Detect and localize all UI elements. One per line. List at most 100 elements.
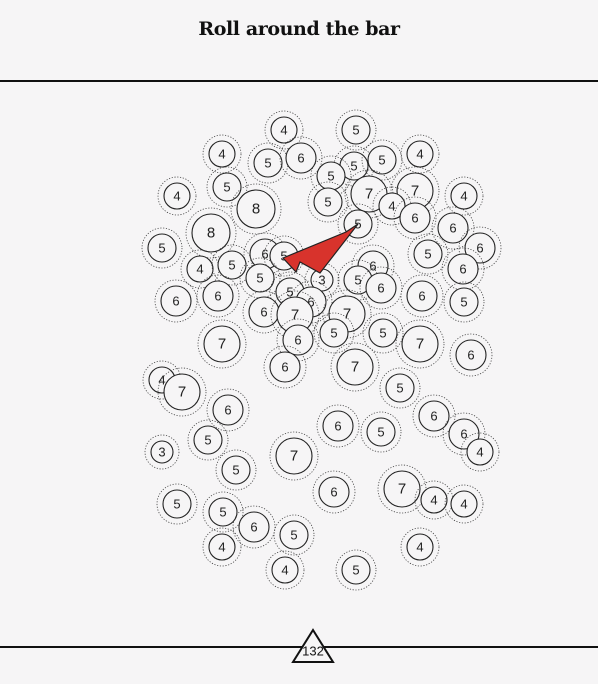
circle-outline (191, 213, 231, 253)
circle-number: 5 (264, 156, 271, 171)
circle-number: 7 (411, 183, 419, 200)
number-circle[interactable]: 4 (444, 484, 484, 524)
number-circle[interactable]: 5 (273, 514, 315, 556)
number-circle[interactable]: 8 (185, 207, 237, 259)
page-number-marker: 132 (291, 628, 335, 663)
circle-number: 6 (281, 360, 288, 375)
number-circle[interactable]: 6 (431, 206, 475, 250)
number-circle[interactable]: 4 (264, 110, 304, 150)
number-circle[interactable]: 6 (441, 247, 485, 291)
number-circle[interactable]: 5 (247, 142, 289, 184)
circle-number: 6 (334, 419, 341, 434)
number-circle[interactable]: 6 (276, 318, 320, 362)
number-circle[interactable]: 4 (372, 186, 412, 226)
number-circle[interactable]: 5 (156, 483, 198, 525)
number-circle[interactable]: 4 (202, 527, 242, 567)
number-circle[interactable]: 4 (414, 480, 454, 520)
circle-number: 6 (430, 409, 437, 424)
number-circle[interactable]: 4 (460, 432, 500, 472)
circle-number: 6 (411, 211, 418, 226)
number-circle[interactable]: 6 (263, 345, 307, 389)
circle-outline (162, 489, 192, 519)
circle-outline (406, 280, 438, 312)
circle-number: 5 (232, 463, 239, 478)
dotted-ring (185, 207, 237, 259)
red-bar-shape[interactable] (281, 223, 359, 274)
number-circle[interactable]: 6 (312, 470, 356, 514)
number-circle[interactable]: 7 (377, 464, 427, 514)
number-circle[interactable]: 6 (393, 196, 437, 240)
circle-outline (313, 187, 343, 217)
dotted-ring (444, 176, 484, 216)
dotted-ring (431, 206, 475, 250)
number-circle[interactable]: 5 (313, 312, 355, 354)
dotted-ring (400, 134, 440, 174)
number-circle[interactable]: 6 (196, 274, 240, 318)
number-circle[interactable]: 7 (395, 319, 445, 369)
circle-number: 6 (377, 281, 384, 296)
number-circle[interactable]: 5 (335, 109, 377, 151)
circle-outline (322, 410, 354, 442)
number-circle[interactable]: 4 (202, 134, 242, 174)
dotted-ring (206, 388, 250, 432)
number-circle[interactable]: 4 (400, 527, 440, 567)
circle-outline (420, 486, 448, 514)
number-circle[interactable]: 5 (335, 549, 377, 591)
number-circle[interactable]: 5 (407, 233, 449, 275)
number-circle[interactable]: 5 (360, 411, 402, 453)
circle-number: 4 (196, 262, 203, 277)
number-circle[interactable]: 7 (157, 367, 207, 417)
dotted-ring (412, 394, 456, 438)
number-circle[interactable]: 4 (157, 176, 197, 216)
number-circle[interactable]: 5 (307, 181, 349, 223)
circle-outline (217, 250, 247, 280)
number-circle[interactable]: 6 (458, 226, 502, 270)
number-circle[interactable]: 5 (310, 155, 352, 197)
number-circle[interactable]: 8 (230, 183, 282, 235)
number-circle[interactable]: 6 (359, 266, 403, 310)
circle-outline (163, 182, 191, 210)
circle-number: 5 (204, 433, 211, 448)
number-circle[interactable]: 5 (215, 449, 257, 491)
number-circle[interactable]: 7 (197, 319, 247, 369)
circle-outline (163, 373, 201, 411)
number-circle[interactable]: 4 (444, 176, 484, 216)
circle-number: 5 (219, 505, 226, 520)
number-circle[interactable]: 6 (449, 333, 493, 377)
number-circle[interactable]: 6 (412, 394, 456, 438)
circle-number: 5 (424, 247, 431, 262)
circle-outline (208, 497, 238, 527)
number-circle[interactable]: 5 (362, 312, 404, 354)
number-circle[interactable]: 6 (279, 136, 323, 180)
number-circle[interactable]: 6 (316, 404, 360, 448)
circle-outline (279, 520, 309, 550)
number-circle[interactable]: 5 (211, 244, 253, 286)
dotted-ring (232, 505, 276, 549)
circle-number: 6 (476, 241, 483, 256)
circle-number: 6 (224, 403, 231, 418)
number-circle[interactable]: 5 (141, 227, 183, 269)
dotted-ring (393, 196, 437, 240)
number-circle[interactable]: 7 (269, 431, 319, 481)
number-circle[interactable]: 4 (265, 550, 305, 590)
number-circle[interactable]: 6 (206, 388, 250, 432)
number-circle[interactable]: 5 (206, 166, 248, 208)
number-circle[interactable]: 7 (330, 342, 380, 392)
number-circle[interactable]: 5 (443, 281, 485, 323)
number-circle[interactable]: 6 (400, 274, 444, 318)
number-circle[interactable]: 5 (187, 419, 229, 461)
number-circle[interactable]: 6 (154, 279, 198, 323)
circle-number: 6 (418, 289, 425, 304)
number-circle[interactable]: 5 (202, 491, 244, 533)
dotted-ring (330, 342, 380, 392)
circle-number: 5 (286, 285, 293, 300)
circle-outline (447, 253, 479, 285)
dotted-ring (154, 279, 198, 323)
number-circle[interactable]: 4 (400, 134, 440, 174)
circle-number: 4 (416, 540, 423, 555)
number-circle[interactable]: 6 (232, 505, 276, 549)
circle-outline (208, 533, 236, 561)
number-circle[interactable]: 3 (144, 434, 180, 470)
number-circle[interactable]: 5 (379, 367, 421, 409)
